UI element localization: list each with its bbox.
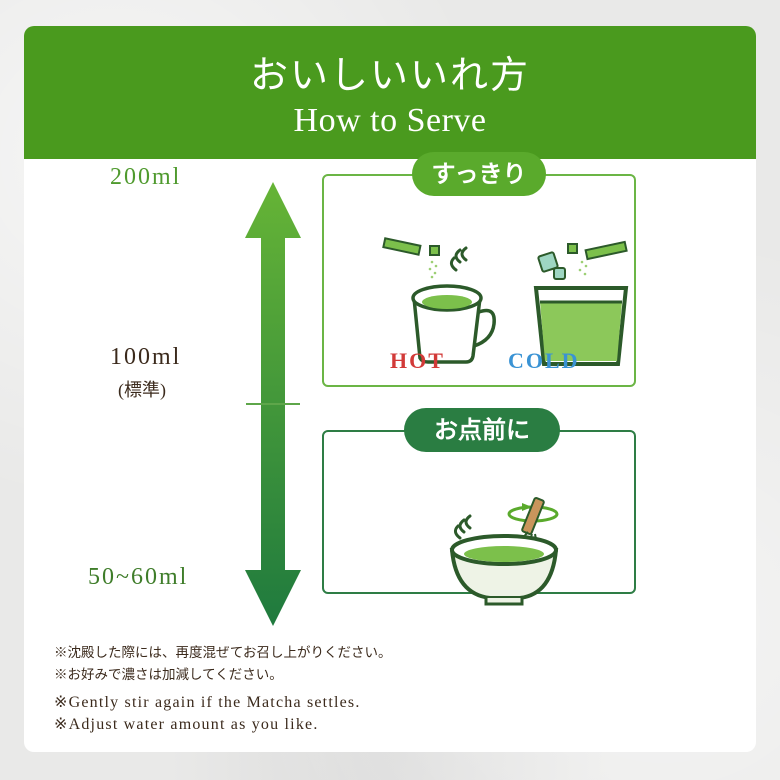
pill-ceremony-title: お点前に	[404, 408, 560, 452]
note-en-1: ※Gently stir again if the Matcha settles…	[54, 694, 361, 711]
hot-mug-icon	[382, 237, 496, 364]
note-en-2: ※Adjust water amount as you like.	[54, 716, 319, 733]
tea-bowl-whisk-icon	[449, 497, 559, 606]
cold-glass-icon	[533, 240, 629, 366]
pill-refreshing-title: すっきり	[412, 152, 546, 196]
title-jp: おいしいいれ方	[249, 53, 530, 97]
note-jp-2: ※お好みで濃さは加減してください。	[54, 667, 283, 683]
header-banner: おいしいいれ方 How to Serve	[24, 26, 756, 159]
title-en: How to Serve	[293, 102, 487, 139]
serving-notes: ※沈殿した際には、再度混ぜてお召し上がりください。 ※お好みで濃さは加減してくだ…	[54, 642, 392, 736]
scale-label-standard: (標準)	[118, 380, 166, 400]
double-arrow-icon	[245, 182, 301, 626]
scale-label-50-60ml: 50~60ml	[88, 564, 189, 590]
cold-label: COLD	[508, 348, 580, 373]
note-jp-1: ※沈殿した際には、再度混ぜてお召し上がりください。	[54, 645, 392, 661]
hot-label: HOT	[390, 348, 445, 373]
scale-label-100ml: 100ml	[110, 344, 182, 370]
scale-label-200ml: 200ml	[110, 164, 182, 190]
how-to-serve-card: おいしいいれ方 How to Serve	[24, 26, 756, 752]
